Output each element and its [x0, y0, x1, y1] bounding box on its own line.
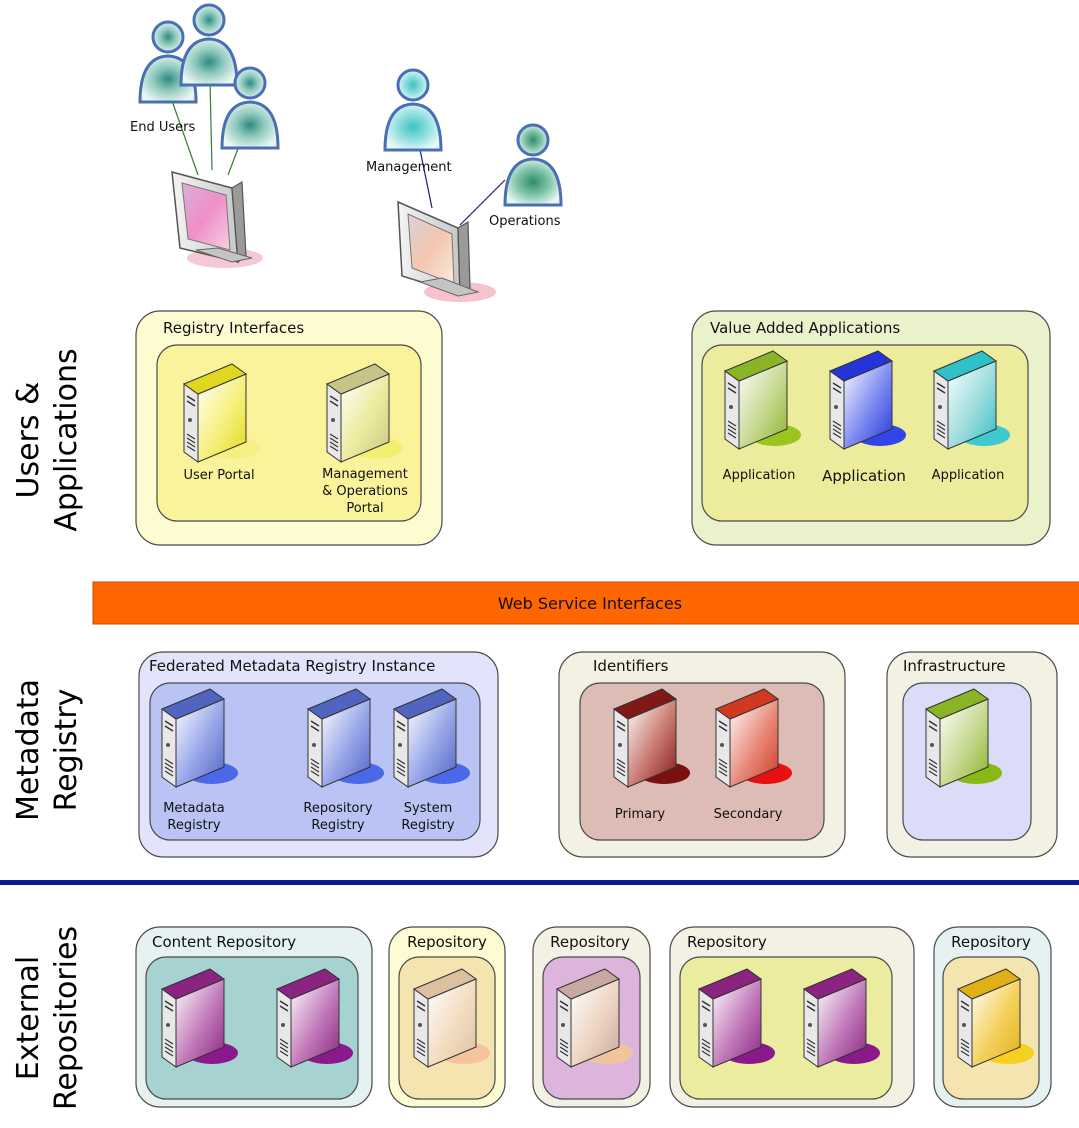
server-icon — [306, 688, 384, 788]
repository-group-1-title: Repository — [407, 933, 487, 951]
value-added-group-title: Value Added Applications — [710, 319, 900, 337]
server-icon — [160, 688, 238, 788]
metadata-registry-label: Metadata — [163, 801, 225, 816]
server-icon — [325, 363, 403, 463]
user-icon — [179, 3, 239, 87]
primary-label: Primary — [615, 807, 666, 822]
server-icon — [956, 968, 1034, 1068]
connector-line — [459, 179, 506, 226]
identifiers-group — [558, 651, 846, 858]
registry-interfaces-group — [135, 310, 443, 546]
server-icon — [828, 350, 906, 450]
system-registry-label: Registry — [401, 818, 455, 833]
user-icon — [383, 68, 443, 152]
metadata-registry-label: Registry — [167, 818, 221, 833]
server-icon — [802, 968, 880, 1068]
management-portal-label: Management — [322, 467, 408, 482]
user-portal-label: User Portal — [183, 468, 254, 483]
web-service-bar — [92, 581, 1079, 625]
monitor-icon — [171, 170, 263, 268]
repository-group-2-title: Repository — [550, 933, 630, 951]
server-icon — [723, 350, 801, 450]
system-registry-label: System — [404, 801, 452, 816]
secondary-label: Secondary — [714, 807, 783, 822]
section-divider — [0, 880, 1079, 885]
server-icon — [275, 968, 353, 1068]
application-label: Application — [822, 467, 906, 485]
connector-line — [209, 79, 213, 171]
application-label: Application — [932, 468, 1005, 483]
registry-interfaces-group-title: Registry Interfaces — [163, 319, 304, 337]
web-service-bar-label: Web Service Interfaces — [498, 594, 682, 613]
end-users-label: End Users — [130, 120, 195, 135]
repository-group-3-title: Repository — [687, 933, 767, 951]
management-label: Management — [366, 160, 452, 175]
server-icon — [160, 968, 238, 1068]
server-icon — [714, 688, 792, 788]
content-repository-group-title: Content Repository — [152, 933, 296, 951]
server-icon — [412, 968, 490, 1068]
repository-group-4-title: Repository — [951, 933, 1031, 951]
user-icon — [503, 123, 563, 207]
server-icon — [555, 968, 633, 1068]
application-label: Application — [723, 468, 796, 483]
connector-line — [169, 94, 199, 176]
operations-label: Operations — [489, 214, 561, 229]
user-icon — [220, 66, 280, 150]
server-icon — [924, 688, 1002, 788]
repository-registry-label: Repository — [303, 801, 372, 816]
management-portal-label: & Operations — [322, 484, 408, 499]
repository-registry-label: Registry — [311, 818, 365, 833]
server-icon — [182, 363, 260, 463]
infrastructure-group-title: Infrastructure — [903, 657, 1006, 675]
server-icon — [612, 688, 690, 788]
labels: Registry Interfaces Value Added Applicati… — [149, 319, 1031, 951]
people-cluster — [138, 3, 563, 302]
monitor-icon — [397, 200, 496, 302]
server-icon — [932, 350, 1010, 450]
server-icon — [392, 688, 470, 788]
identifiers-group-title: Identifiers — [593, 657, 669, 675]
servers — [160, 350, 1034, 1068]
management-portal-label: Portal — [346, 501, 383, 516]
federated-registry-group-title: Federated Metadata Registry Instance — [149, 657, 435, 675]
server-icon — [697, 968, 775, 1068]
